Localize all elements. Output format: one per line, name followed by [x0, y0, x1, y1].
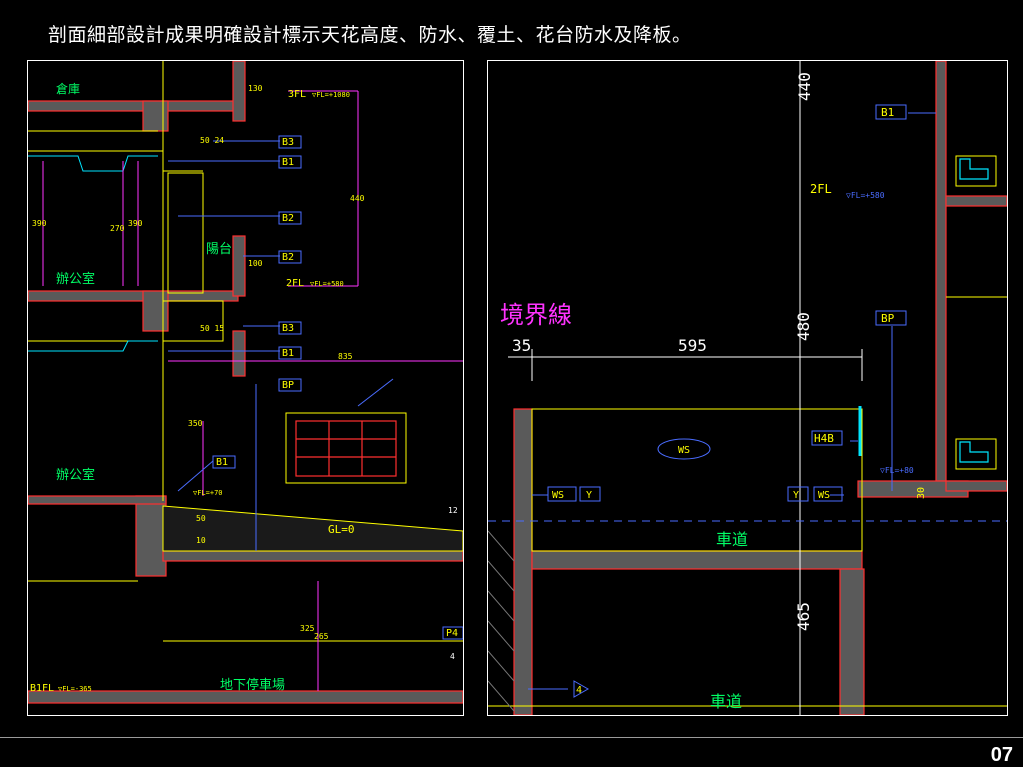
slab-3fl	[28, 100, 239, 112]
level-3fl: 3FL	[288, 89, 306, 100]
tag-b1-right: B1	[881, 106, 894, 119]
page-number: 07	[990, 744, 1013, 766]
road-label-upper: 車道	[716, 530, 748, 549]
level-3fl-value: ▽FL=+1080	[312, 91, 350, 99]
room-label-office-lower: 辦公室	[56, 467, 95, 483]
note-12: 12	[448, 506, 458, 515]
room-label-office-upper: 辦公室	[56, 271, 95, 287]
level-2fl-right-value: ▽FL=+580	[846, 191, 885, 200]
dim-50-15: 50 15	[200, 324, 224, 333]
footer-divider	[0, 737, 1023, 738]
slab-road	[531, 550, 863, 570]
wall-upper	[232, 61, 246, 122]
dim-440: 440	[350, 194, 365, 203]
tag-b1-1fl: B1	[216, 457, 228, 468]
dim-30: 30	[916, 487, 927, 499]
wall-low	[232, 330, 246, 377]
left-cad-canvas: 倉庫 辦公室 陽台 辦公室 地下停車場 B3 B1 B2 B2 B3 B1 BP…	[28, 61, 463, 704]
grade-level-note: GL=0	[328, 523, 355, 536]
toilet-icon-upper	[959, 158, 989, 180]
level-b1fl-value: ▽FL=-365	[58, 685, 92, 693]
dim-835: 835	[338, 352, 353, 361]
tag-b3-lower: B3	[282, 323, 294, 334]
tag-b2-lower: B2	[282, 252, 294, 263]
dim-480: 480	[794, 312, 813, 341]
slab-ground	[162, 550, 463, 562]
dim-465: 465	[794, 602, 813, 631]
dim-10: 10	[196, 536, 206, 545]
level-2fl: 2FL	[286, 278, 304, 289]
toilet-icon-lower	[959, 441, 989, 463]
tag-b1-lower: B1	[282, 348, 294, 359]
dim-50-24: 50 24	[200, 136, 224, 145]
left-section-drawing: 倉庫 辦公室 陽台 辦公室 地下停車場 B3 B1 B2 B2 B3 B1 BP…	[27, 60, 464, 716]
tag-ws-right: WS	[818, 490, 830, 501]
dim-50: 50	[196, 514, 206, 523]
level-1fl-value: ▽FL=+70	[193, 489, 223, 497]
dim-100: 100	[248, 259, 263, 268]
tag-b2-upper: B2	[282, 213, 294, 224]
dim-265: 265	[314, 632, 329, 641]
dim-595: 595	[678, 336, 707, 355]
tag-4-bottom: 4	[576, 685, 582, 696]
column-right	[839, 568, 865, 715]
slide-title: 剖面細部設計成果明確設計標示天花高度、防水、覆土、花台防水及降板。	[48, 24, 692, 46]
tag-y-right: Y	[793, 490, 799, 501]
tag-b1-upper: B1	[282, 157, 294, 168]
dim-390-inner: 390	[128, 219, 143, 228]
dim-130: 130	[248, 84, 263, 93]
beam-2fl	[142, 290, 169, 332]
slab-b1	[28, 690, 463, 704]
tag-y-left: Y	[586, 490, 592, 501]
room-label-balcony: 陽台	[206, 242, 232, 257]
column-1fl	[135, 495, 167, 577]
wall-mid	[232, 235, 246, 297]
dim-390-left: 390	[32, 219, 47, 228]
dim-35: 35	[512, 336, 531, 355]
tag-ws-center: WS	[678, 445, 690, 456]
boundary-line-label: 境界線	[500, 301, 572, 329]
tag-ws-left: WS	[552, 490, 564, 501]
road-label-lower: 車道	[710, 692, 742, 711]
slab-1fl	[28, 495, 167, 505]
dim-325: 325	[300, 624, 315, 633]
beam-3fl	[142, 100, 169, 132]
level-1fl-right-value: ▽FL=+80	[880, 466, 914, 475]
right-cad-canvas: 境界線 440 480 465 35 595 30 2FL ▽FL=+580 ▽…	[488, 61, 1007, 715]
level-2fl-value: ▽FL=+580	[310, 280, 344, 288]
dim-350: 350	[188, 419, 203, 428]
right-section-drawing: 境界線 440 480 465 35 595 30 2FL ▽FL=+580 ▽…	[487, 60, 1008, 716]
wall-building	[935, 61, 947, 482]
room-label-parking: 地下停車場	[220, 677, 285, 693]
note-4: 4	[450, 652, 455, 661]
slab-2fl-right	[945, 195, 1007, 207]
tag-bp: BP	[282, 380, 294, 391]
tag-bp-right: BP	[881, 312, 895, 325]
tag-b3-upper: B3	[282, 137, 294, 148]
room-label-warehouse: 倉庫	[56, 81, 80, 96]
dim-270: 270	[110, 224, 125, 233]
slab-1fl-bath	[945, 480, 1007, 492]
level-b1fl: B1FL	[30, 683, 54, 694]
level-2fl-right: 2FL	[810, 182, 832, 196]
tag-h4b: H4B	[814, 432, 834, 445]
tag-p4: P4	[446, 628, 458, 639]
dim-440: 440	[795, 72, 814, 101]
retaining-wall-left	[513, 408, 533, 715]
slab-2fl	[28, 290, 239, 302]
